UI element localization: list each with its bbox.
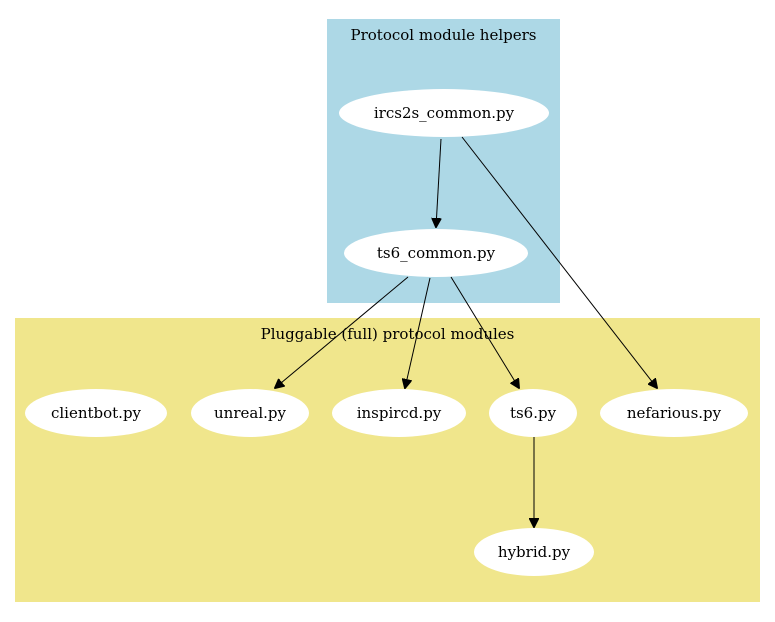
node-ircs2s_common: ircs2s_common.py	[339, 89, 549, 137]
cluster-protocols-background	[15, 318, 760, 602]
node-inspircd-label: inspircd.py	[357, 404, 442, 422]
node-clientbot-label: clientbot.py	[51, 404, 142, 422]
node-unreal-label: unreal.py	[214, 404, 286, 422]
node-unreal: unreal.py	[191, 389, 309, 437]
node-unreal-ellipse	[191, 389, 309, 437]
edge-ircs2s_common-to-nefarious	[461, 136, 657, 388]
node-ts6: ts6.py	[489, 389, 577, 437]
node-ts6-ellipse	[489, 389, 577, 437]
node-nefarious: nefarious.py	[600, 389, 748, 437]
node-ts6-label: ts6.py	[510, 404, 557, 422]
edge-ircs2s_common-to-ts6_common	[436, 138, 441, 227]
node-ts6_common: ts6_common.py	[344, 229, 528, 277]
node-ts6_common-label: ts6_common.py	[377, 244, 496, 262]
cluster-protocols: Pluggable (full) protocol modules	[15, 318, 760, 602]
node-inspircd: inspircd.py	[332, 389, 466, 437]
cluster-protocols-label: Pluggable (full) protocol modules	[261, 325, 515, 343]
node-hybrid-label: hybrid.py	[498, 543, 571, 561]
node-ircs2s_common-ellipse	[339, 89, 549, 137]
edge-ts6_common-to-inspircd	[405, 277, 431, 388]
node-clientbot-ellipse	[25, 389, 167, 437]
node-ts6_common-ellipse	[344, 229, 528, 277]
edge-ts6_common-to-unreal	[275, 276, 409, 388]
node-hybrid: hybrid.py	[474, 528, 594, 576]
node-nefarious-ellipse	[600, 389, 748, 437]
node-clientbot: clientbot.py	[25, 389, 167, 437]
cluster-helpers-label: Protocol module helpers	[351, 26, 537, 44]
edge-ts6_common-to-ts6	[450, 276, 519, 388]
node-nefarious-label: nefarious.py	[627, 404, 722, 422]
node-hybrid-ellipse	[474, 528, 594, 576]
node-inspircd-ellipse	[332, 389, 466, 437]
node-ircs2s_common-label: ircs2s_common.py	[374, 104, 515, 122]
